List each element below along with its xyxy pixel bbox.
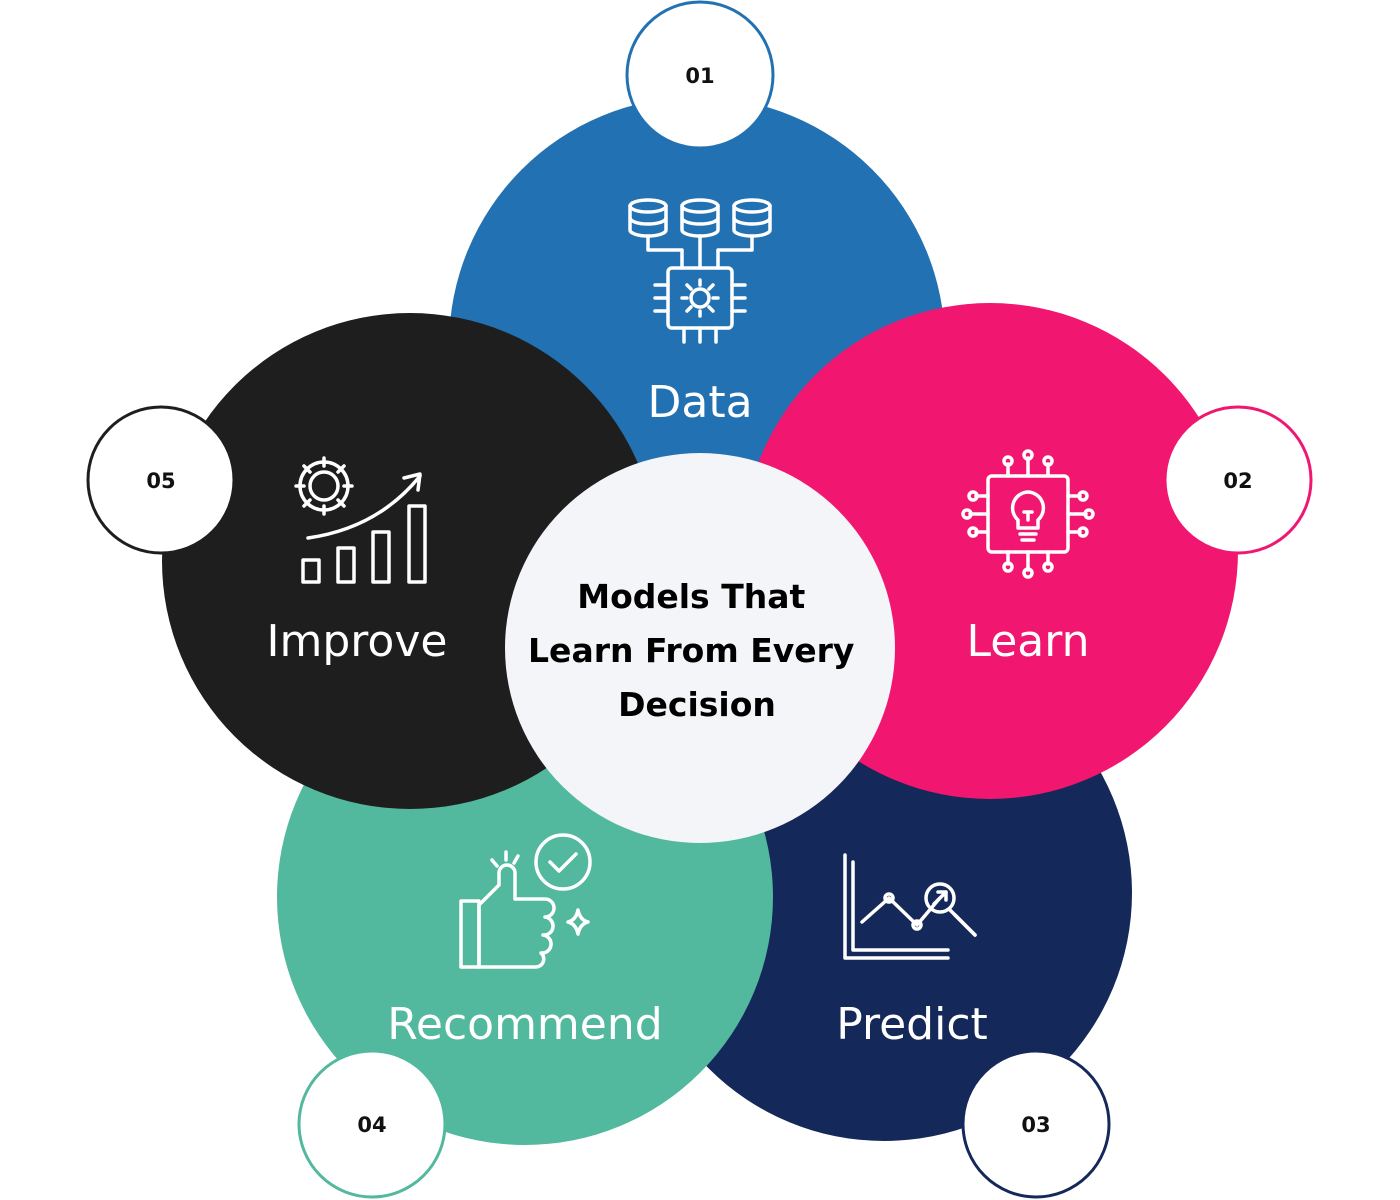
gear-growth-icon: [294, 456, 427, 584]
badge-04: 04: [297, 1049, 447, 1199]
center-title-line-1: Models That: [577, 577, 805, 616]
badge-01: 01: [625, 0, 775, 150]
center-circle: [505, 453, 895, 843]
step-label-recommend: Recommend: [387, 999, 662, 1050]
database-chip-icon: [628, 198, 772, 344]
badge-number-01: 01: [685, 64, 714, 88]
step-label-learn: Learn: [967, 616, 1090, 667]
chart-magnifier-icon: [843, 853, 977, 960]
badge-number-02: 02: [1223, 469, 1252, 493]
lightbulb-circuit-icon: [961, 449, 1095, 579]
badge-number-05: 05: [146, 469, 175, 493]
center-title: Models That Learn From Every Decision: [528, 577, 866, 724]
badge-02: 02: [1163, 405, 1313, 555]
center-title-line-3: Decision: [618, 685, 776, 724]
step-label-improve: Improve: [267, 616, 448, 667]
step-label-data: Data: [647, 377, 752, 428]
badge-number-04: 04: [357, 1113, 386, 1137]
badge-number-03: 03: [1021, 1113, 1050, 1137]
badge-03: 03: [961, 1049, 1111, 1199]
thumbs-up-check-icon: [459, 833, 592, 969]
step-label-predict: Predict: [836, 999, 988, 1050]
badge-05: 05: [86, 405, 236, 555]
center-title-line-2: Learn From Every: [528, 631, 854, 670]
